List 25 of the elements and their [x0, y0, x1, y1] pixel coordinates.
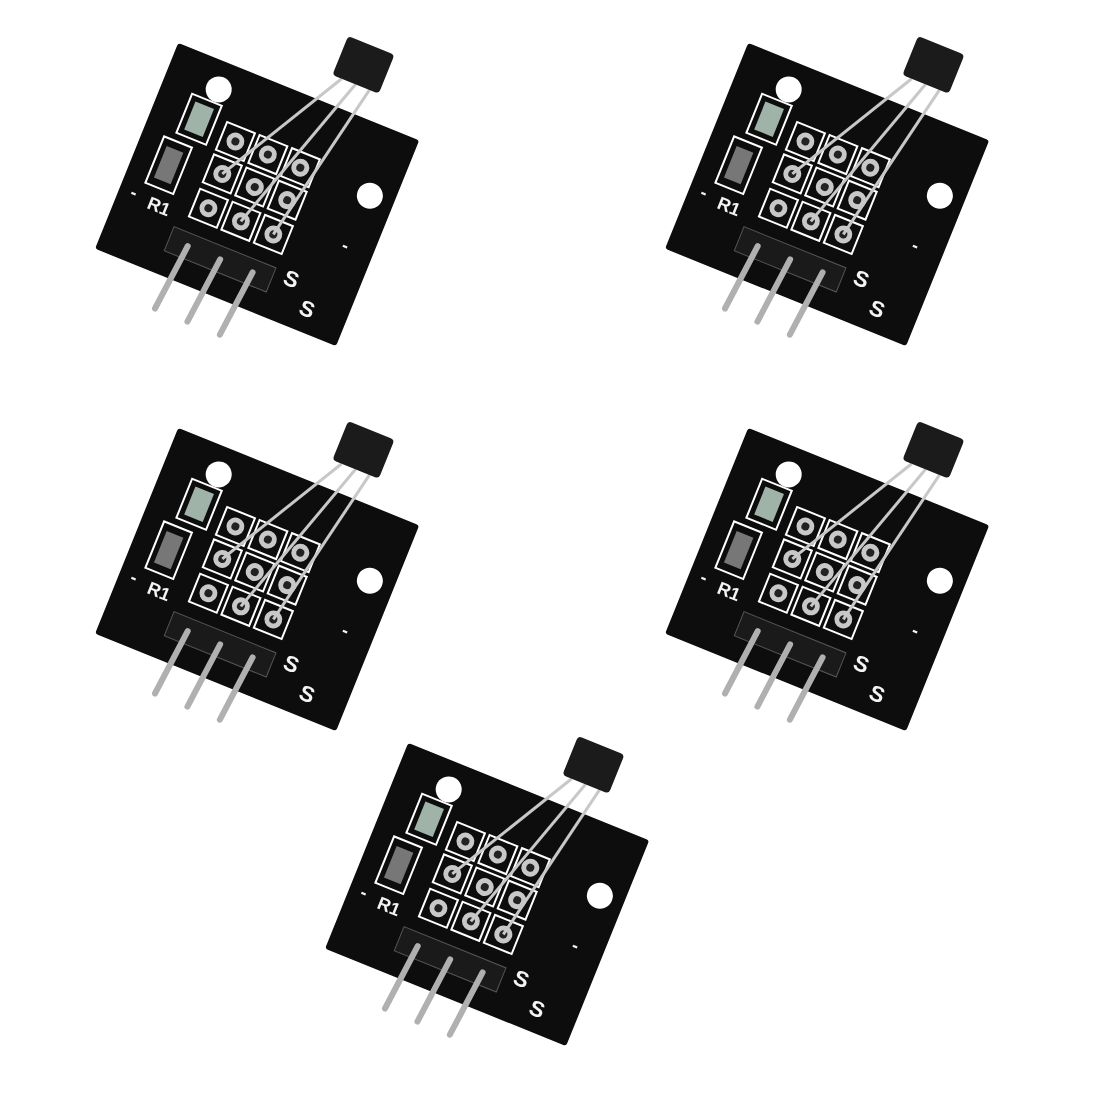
silkscreen-label: - [339, 235, 352, 255]
silkscreen-label: - [127, 182, 141, 202]
silkscreen-label: R1 [714, 193, 743, 220]
silkscreen-label: S [280, 651, 303, 678]
silkscreen-label: - [339, 620, 352, 640]
silkscreen-label: S [850, 266, 873, 293]
silkscreen-label: - [569, 935, 582, 955]
silkscreen-label: S [280, 266, 303, 293]
silkscreen-label: S [296, 296, 318, 323]
silkscreen-label: S [850, 651, 873, 678]
silkscreen-label: R1 [144, 578, 173, 605]
silkscreen-label: R1 [144, 193, 173, 220]
silkscreen-label: S [510, 966, 533, 993]
silkscreen-label: - [697, 567, 711, 587]
silkscreen-label: S [296, 681, 318, 708]
silkscreen-label: - [127, 567, 141, 587]
silkscreen-label: - [909, 620, 922, 640]
silkscreen-label: S [866, 296, 888, 323]
silkscreen-label: R1 [374, 893, 403, 920]
silkscreen-label: - [357, 882, 371, 902]
silkscreen-label: - [909, 235, 922, 255]
silkscreen-label: S [866, 681, 888, 708]
silkscreen-label: R1 [714, 578, 743, 605]
silkscreen-label: S [526, 996, 548, 1023]
silkscreen-label: - [697, 182, 711, 202]
